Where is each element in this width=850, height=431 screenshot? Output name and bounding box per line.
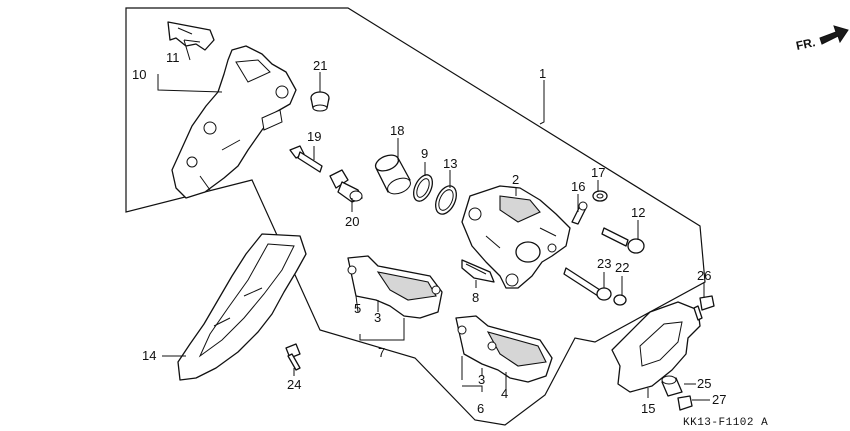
callout-4: 4 [501, 386, 508, 401]
callout-labels: 1 2 10 11 21 19 20 18 9 13 16 17 12 23 2… [132, 50, 726, 416]
callout-10: 10 [132, 67, 146, 82]
drawing-code: KK13-F1102 A [683, 417, 768, 429]
caliper-guard [611, 301, 701, 393]
brake-pad-set-lower [455, 315, 553, 383]
callout-6: 6 [477, 401, 484, 416]
pad-pin-plug [592, 190, 608, 202]
direction-label: FR. [795, 35, 817, 53]
callout-13: 13 [443, 156, 457, 171]
caliper-piston [374, 154, 411, 195]
callout-23: 23 [597, 256, 611, 271]
caliper-bolt [601, 227, 645, 254]
callout-12: 12 [631, 205, 645, 220]
callout-3-upper: 3 [374, 310, 381, 325]
leader-lines [157, 39, 710, 401]
front-arrow-icon [819, 25, 849, 45]
bleed-cap [310, 91, 330, 112]
callout-21: 21 [313, 58, 327, 73]
bleed-valve [571, 201, 588, 225]
callout-19: 19 [307, 129, 321, 144]
guard-bolt-lower [677, 395, 693, 411]
callout-1: 1 [539, 66, 546, 81]
cover-bolt [285, 343, 301, 371]
callout-17: 17 [591, 165, 605, 180]
dust-seal [435, 185, 457, 215]
pad-pin-washer [613, 294, 627, 306]
caliper-bracket [171, 45, 297, 199]
callout-14: 14 [142, 348, 156, 363]
disc-cover [177, 233, 307, 381]
guard-bolt [693, 295, 715, 321]
callout-27: 27 [712, 392, 726, 407]
callout-8: 8 [472, 290, 479, 305]
callout-3-lower: 3 [478, 372, 485, 387]
callout-16: 16 [571, 179, 585, 194]
callout-5: 5 [354, 301, 361, 316]
assembly-frame [125, 7, 706, 426]
callout-9: 9 [421, 146, 428, 161]
callout-24: 24 [287, 377, 301, 392]
pad-spring [461, 259, 495, 283]
callout-26: 26 [697, 268, 711, 283]
callout-18: 18 [390, 123, 404, 138]
callout-11: 11 [166, 50, 180, 65]
front-direction-indicator: FR. [795, 25, 849, 53]
guard-collar [661, 375, 683, 397]
callout-2: 2 [512, 172, 519, 187]
callout-15: 15 [641, 401, 655, 416]
pin-bolt [289, 145, 323, 173]
callout-22: 22 [615, 260, 629, 275]
callout-7: 7 [378, 345, 385, 360]
pad-spring-clip [167, 21, 215, 51]
boot-pin-bolt [329, 169, 363, 203]
brake-pad-set-upper [347, 255, 443, 319]
piston-seal [412, 174, 434, 202]
pad-pin [563, 267, 612, 301]
caliper-body [461, 185, 571, 289]
callout-25: 25 [697, 376, 711, 391]
callout-20: 20 [345, 214, 359, 229]
